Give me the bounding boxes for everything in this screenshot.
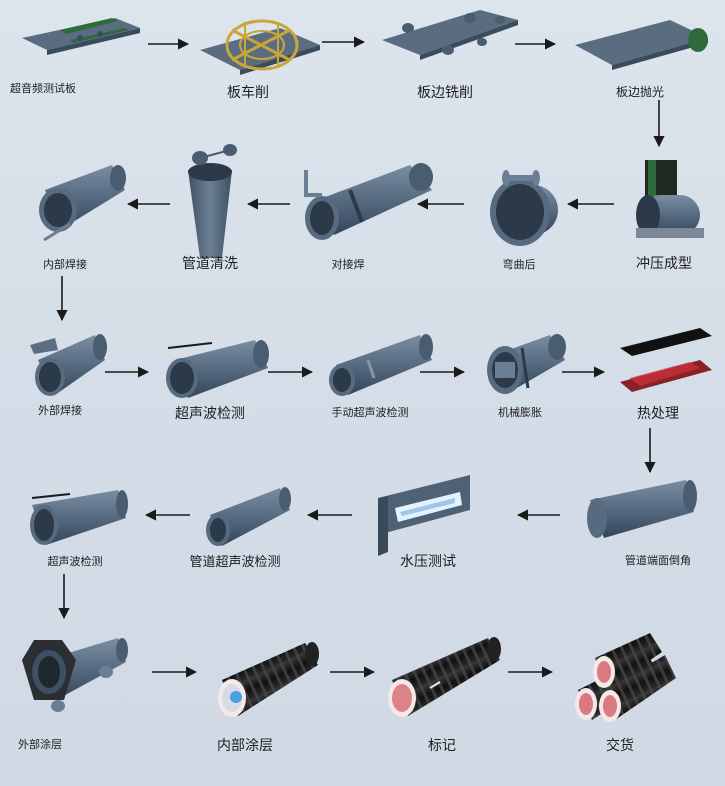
step-label: 弯曲后 xyxy=(503,257,536,271)
step-label: 对接焊 xyxy=(332,257,365,271)
step-heat-treatment-illustration xyxy=(620,328,712,392)
step-label: 内部焊接 xyxy=(43,257,87,271)
step-mechanical-expansion-illustration xyxy=(487,334,566,394)
step-label: 交货 xyxy=(606,737,634,754)
step-press-forming-illustration xyxy=(636,160,704,238)
step-label: 板边抛光 xyxy=(616,84,664,99)
step-edge-milling-illustration xyxy=(382,10,518,60)
step-label: 管道端面倒角 xyxy=(625,553,691,567)
step-butt-weld-illustration xyxy=(304,163,433,240)
step-label: 水压测试 xyxy=(400,554,456,570)
step-manual-ultrasonic-illustration xyxy=(329,334,433,396)
step-pipe-cleaning-illustration xyxy=(188,144,237,258)
step-label: 机械膨胀 xyxy=(498,405,542,419)
step-label: 冲压成型 xyxy=(636,256,692,272)
step-label: 管道超声波检测 xyxy=(189,555,280,570)
step-label: 板边铣削 xyxy=(417,85,473,101)
step-delivery-illustration xyxy=(575,633,676,722)
step-label: 超音频测试板 xyxy=(10,81,76,95)
step-label: 超声波检测 xyxy=(48,554,103,568)
step-internal-coating-illustration xyxy=(218,642,319,717)
step-ultrasonic-testing-illustration xyxy=(166,340,269,398)
step-label: 内部涂层 xyxy=(217,738,273,754)
step-external-weld-illustration xyxy=(30,334,107,396)
step-label: 管道清洗 xyxy=(182,256,238,272)
step-label: 标记 xyxy=(428,738,456,754)
step-after-bending-illustration xyxy=(490,170,558,246)
step-label: 板车削 xyxy=(227,84,269,101)
step-edge-polishing-illustration xyxy=(575,20,708,70)
step-label: 手动超声波检测 xyxy=(332,405,409,419)
step-label: 外部焊接 xyxy=(38,403,82,417)
step-external-coating-illustration xyxy=(22,638,128,712)
step-plate-turning-illustration xyxy=(200,19,320,75)
flow-arrows xyxy=(56,36,665,678)
step-test-plate-illustration xyxy=(22,18,140,55)
step-label: 热处理 xyxy=(637,406,679,422)
step-label: 超声波检测 xyxy=(175,406,245,422)
step-labels: 超音频测试板 板车削 板边铣削 板边抛光 冲压成型 弯曲后 对接焊 管道清洗 内… xyxy=(10,81,692,754)
step-pipe-ultrasonic-illustration xyxy=(206,487,291,546)
step-label: 外部涂层 xyxy=(18,737,62,751)
step-hydrostatic-test-illustration xyxy=(378,475,470,556)
step-end-bevel-illustration xyxy=(587,480,697,538)
step-marking-illustration xyxy=(388,637,501,717)
step-internal-weld-illustration xyxy=(39,165,126,242)
step-ultrasonic-testing-2-illustration xyxy=(30,490,128,545)
